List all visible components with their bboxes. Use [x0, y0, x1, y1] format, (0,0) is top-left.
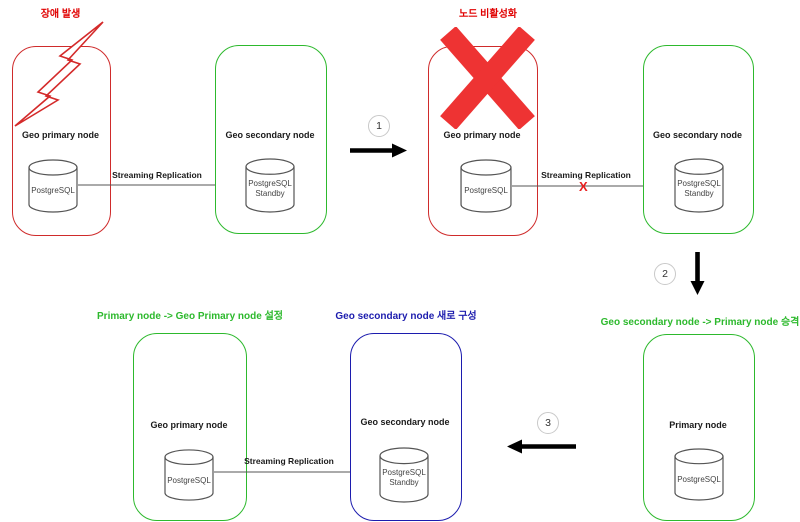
db-line2: Standby — [389, 478, 419, 487]
db-label: PostgreSQL — [31, 186, 75, 195]
database-cylinder-icon — [245, 158, 295, 213]
streaming-replication-label: Streaming Replication — [244, 456, 334, 466]
step-3-arrow — [507, 439, 576, 454]
postgresql-cylinder: PostgreSQL — [460, 159, 512, 213]
set-geo-primary-title: Primary node -> Geo Primary node 설정 — [97, 311, 283, 322]
db-line1: PostgreSQL — [382, 468, 426, 477]
database-cylinder-icon — [379, 447, 429, 503]
node-label: Geo primary node — [21, 130, 100, 140]
postgresql-standby-cylinder: PostgreSQL Standby — [674, 158, 724, 213]
postgresql-cylinder: PostgreSQL — [674, 448, 724, 501]
db-line2: Standby — [255, 189, 285, 198]
database-cylinder-icon — [674, 448, 724, 501]
database-cylinder-icon — [28, 159, 78, 213]
db-label: PostgreSQL Standby — [379, 468, 429, 488]
db-label: PostgreSQL Standby — [674, 179, 724, 199]
database-cylinder-icon — [164, 449, 214, 501]
db-label: PostgreSQL — [677, 475, 721, 484]
node-label: Geo secondary node — [360, 417, 450, 427]
postgresql-cylinder: PostgreSQL — [28, 159, 78, 213]
node-label: Primary node — [669, 420, 727, 430]
step-2-badge: 2 — [654, 263, 676, 285]
postgresql-standby-cylinder: PostgreSQL Standby — [379, 447, 429, 503]
streaming-replication-label: Streaming Replication — [541, 170, 631, 180]
replication-broken-x-icon: X — [579, 179, 588, 194]
node-label: Geo primary node — [150, 420, 228, 430]
db-line2: Standby — [684, 189, 714, 198]
node-disabled-title: 노드 비활성화 — [459, 9, 517, 20]
step-2-arrow — [690, 252, 705, 295]
db-label: PostgreSQL Standby — [245, 179, 295, 199]
lightning-bolt-icon — [14, 21, 104, 127]
node-label: Geo secondary node — [225, 130, 315, 140]
db-label: PostgreSQL — [464, 186, 508, 195]
database-cylinder-icon — [674, 158, 724, 213]
step-1-arrow — [350, 143, 407, 158]
db-line1: PostgreSQL — [248, 179, 292, 188]
postgresql-cylinder: PostgreSQL — [164, 449, 214, 501]
node-label: Geo primary node — [443, 130, 521, 140]
node-label: Geo secondary node — [652, 130, 743, 140]
db-label: PostgreSQL — [167, 476, 211, 485]
database-cylinder-icon — [460, 159, 512, 213]
postgresql-standby-cylinder: PostgreSQL Standby — [245, 158, 295, 213]
step-1-badge: 1 — [368, 115, 390, 137]
new-secondary-title: Geo secondary node 새로 구성 — [335, 311, 477, 322]
node-disabled-x-icon — [440, 27, 535, 129]
db-line1: PostgreSQL — [677, 179, 721, 188]
promote-title: Geo secondary node -> Primary node 승격 — [600, 317, 800, 328]
streaming-replication-label: Streaming Replication — [112, 170, 202, 180]
fault-title: 장애 발생 — [40, 9, 81, 20]
step-3-badge: 3 — [537, 412, 559, 434]
